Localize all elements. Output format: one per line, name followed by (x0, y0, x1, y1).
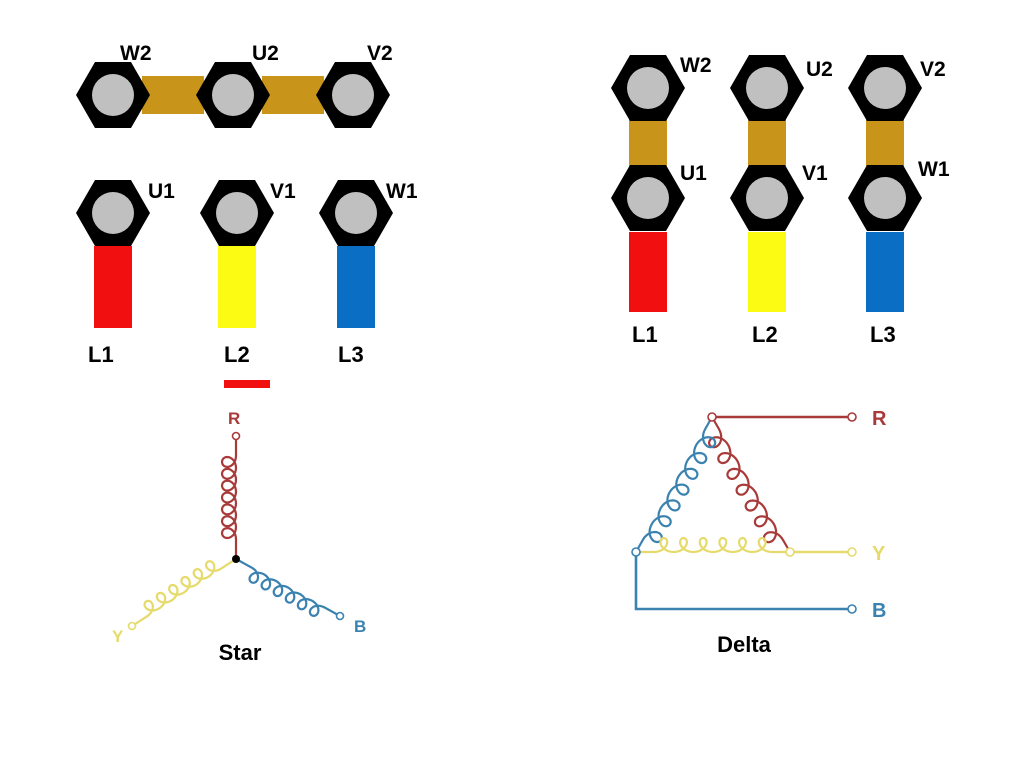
star-terminal-r (231, 431, 241, 441)
delta-label-w2: W2 (680, 54, 712, 77)
delta-wire-l3 (866, 232, 904, 312)
star-wire-l1 (94, 246, 132, 328)
delta-label-u1: U1 (680, 162, 707, 185)
delta-label-u2: U2 (806, 58, 833, 81)
star-label-w2: W2 (120, 42, 152, 65)
star-label-u1: U1 (148, 180, 175, 203)
star-wire-l3 (337, 246, 375, 328)
delta-terminal-w1 (848, 165, 922, 231)
star-terminal-label-r: R (228, 409, 240, 428)
delta-schematic: R Y B Delta (631, 408, 887, 657)
star-link-w2-u2 (142, 76, 204, 114)
delta-node-right (785, 547, 795, 557)
star-coil-r (220, 436, 238, 559)
delta-wire-l2 (748, 232, 786, 312)
star-coil-y (131, 558, 237, 627)
delta-link-w2-u1 (629, 118, 667, 168)
star-link-u2-v2 (262, 76, 324, 114)
delta-terminal-label-y: Y (872, 543, 886, 565)
delta-link-u2-v1 (748, 118, 786, 168)
delta-coil-r (707, 416, 791, 553)
star-terminal-w2 (76, 62, 150, 128)
star-label-l3: L3 (338, 342, 364, 367)
delta-terminal-block: W2 U2 V2 U1 V1 W1 L1 L2 L3 (611, 54, 950, 347)
star-terminal-b (335, 611, 345, 621)
delta-label-l2: L2 (752, 322, 778, 347)
star-label-l1: L1 (88, 342, 114, 367)
separator-bar (224, 380, 270, 388)
delta-label-l3: L3 (870, 322, 896, 347)
delta-terminal-label-r: R (872, 408, 887, 430)
star-terminal-label-y: Y (112, 627, 124, 646)
delta-node-top (707, 412, 717, 422)
star-terminal-block: W2 U2 V2 U1 V1 W1 L1 L2 L3 (76, 42, 418, 367)
delta-label-v2: V2 (920, 58, 946, 81)
star-wire-l2 (218, 246, 256, 328)
delta-terminal-label-b: B (872, 600, 886, 622)
star-caption: Star (219, 640, 262, 665)
delta-line-b (634, 552, 850, 611)
delta-terminal-v2 (848, 55, 922, 121)
delta-terminal-y (847, 547, 857, 557)
star-label-v1: V1 (270, 180, 296, 203)
star-label-v2: V2 (367, 42, 393, 65)
delta-link-v2-w1 (866, 118, 904, 168)
delta-label-l1: L1 (632, 322, 658, 347)
star-terminal-w1 (319, 180, 393, 246)
star-schematic: R Y B Star (112, 409, 366, 665)
star-terminal-u1 (76, 180, 150, 246)
star-label-u2: U2 (252, 42, 279, 65)
delta-terminal-b (847, 604, 857, 614)
star-label-l2: L2 (224, 342, 250, 367)
delta-label-v1: V1 (802, 162, 828, 185)
delta-label-w1: W1 (918, 158, 950, 181)
delta-terminal-v1 (730, 165, 804, 231)
star-terminal-label-b: B (354, 617, 366, 636)
star-coil-b (235, 558, 341, 618)
star-terminal-y (127, 621, 137, 631)
star-label-w1: W1 (386, 180, 418, 203)
delta-terminal-u1 (611, 165, 685, 231)
delta-coil-y (636, 536, 790, 554)
star-terminal-v1 (200, 180, 274, 246)
delta-terminal-r (847, 412, 857, 422)
delta-terminal-u2 (730, 55, 804, 121)
delta-coil-b (635, 416, 717, 553)
star-neutral-point (232, 555, 240, 563)
delta-terminal-w2 (611, 55, 685, 121)
delta-caption: Delta (717, 632, 772, 657)
delta-node-left (631, 547, 641, 557)
delta-wire-l1 (629, 232, 667, 312)
star-terminal-u2 (196, 62, 270, 128)
star-terminal-v2 (316, 62, 390, 128)
